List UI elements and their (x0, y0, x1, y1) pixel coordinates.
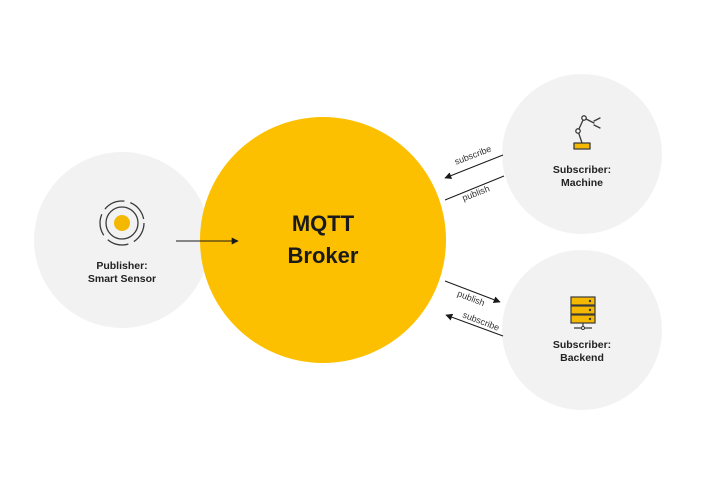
subscriber-machine-label-line2: Machine (561, 177, 603, 189)
broker-title-line1: MQTT (292, 211, 355, 236)
machine-publish-edge (444, 175, 505, 201)
server-icon (570, 296, 596, 330)
machine-publish-label: publish (461, 183, 491, 203)
machine-subscribe-edge (444, 154, 504, 179)
backend-subscribe-label: subscribe (461, 310, 501, 333)
broker-title-line2: Broker (288, 243, 359, 268)
subscriber-machine-node (502, 74, 662, 234)
machine-subscribe-label: subscribe (453, 144, 493, 167)
subscriber-machine-label-line1: Subscriber: (553, 164, 611, 176)
broker-node (200, 117, 446, 363)
subscriber-backend-node (502, 250, 662, 410)
publisher-node (34, 152, 210, 328)
publisher-label-line1: Publisher: (96, 260, 147, 272)
subscriber-backend-label-line2: Backend (560, 352, 604, 364)
publisher-label-line2: Smart Sensor (88, 273, 156, 285)
sensor-icon (99, 200, 145, 246)
subscriber-backend-label-line1: Subscriber: (553, 339, 611, 351)
backend-subscribe-edge (445, 313, 504, 337)
backend-publish-edge (444, 280, 501, 304)
robot-arm-icon (573, 115, 601, 150)
